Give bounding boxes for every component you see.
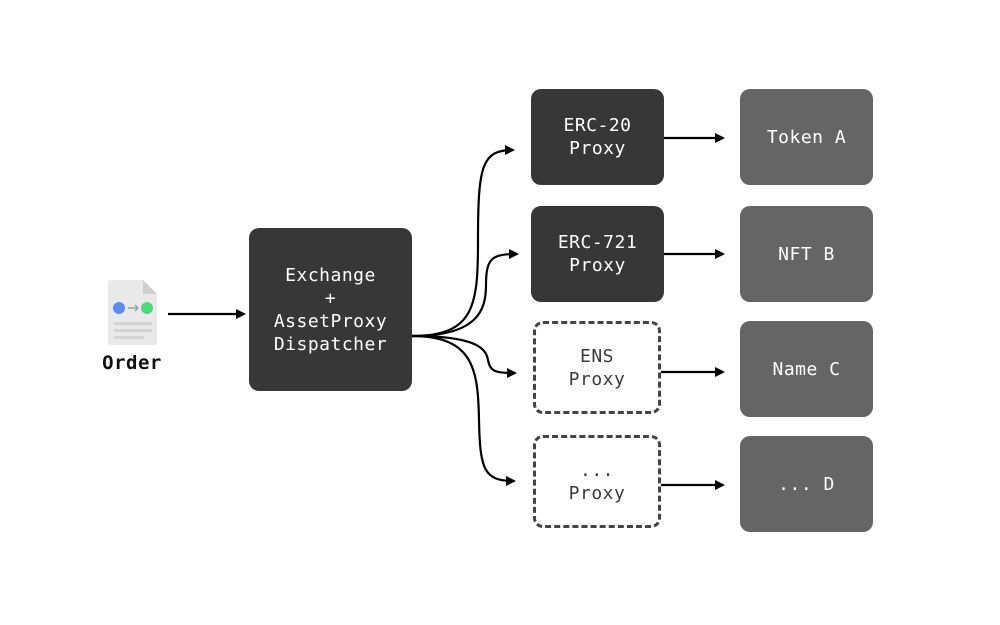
node-label: Token A xyxy=(766,126,847,148)
other-proxy-node: ... Proxy xyxy=(533,435,661,528)
node-label: ... D xyxy=(778,473,835,495)
node-label-line: + xyxy=(324,287,337,309)
nft-b-node: NFT B xyxy=(740,206,873,302)
node-label-line: Exchange xyxy=(285,264,376,286)
token-a-node: Token A xyxy=(740,89,873,185)
document-icon xyxy=(108,280,157,345)
exchange-dispatcher-node: Exchange + AssetProxy Dispatcher xyxy=(249,228,412,391)
erc721-proxy-node: ERC-721 Proxy xyxy=(531,206,664,302)
node-label-line: Dispatcher xyxy=(273,333,388,355)
node-label-line: Proxy xyxy=(568,482,626,504)
node-label: Name C xyxy=(772,358,841,380)
node-label-line: Proxy xyxy=(569,138,626,159)
node-label-line: Proxy xyxy=(569,255,626,276)
node-label-line: ... xyxy=(579,459,614,481)
node-label-line: ENS xyxy=(579,345,614,367)
arrow-exchange-to-other xyxy=(411,334,516,486)
node-label: NFT B xyxy=(778,243,835,265)
node-label-line: ERC-721 xyxy=(557,232,638,253)
node-label-line: ERC-20 xyxy=(563,115,632,136)
erc20-proxy-node: ERC-20 Proxy xyxy=(531,89,664,185)
order-label: Order xyxy=(102,352,162,374)
asset-d-node: ... D xyxy=(740,436,873,532)
arrow-exchange-to-ens xyxy=(411,334,517,378)
node-label-line: AssetProxy xyxy=(273,310,388,332)
name-c-node: Name C xyxy=(740,321,873,417)
arrow-exchange-to-erc721 xyxy=(411,249,519,338)
arrow-exchange-to-erc20 xyxy=(411,145,515,338)
node-label-line: Proxy xyxy=(568,368,626,390)
ens-proxy-node: ENS Proxy xyxy=(533,321,661,414)
